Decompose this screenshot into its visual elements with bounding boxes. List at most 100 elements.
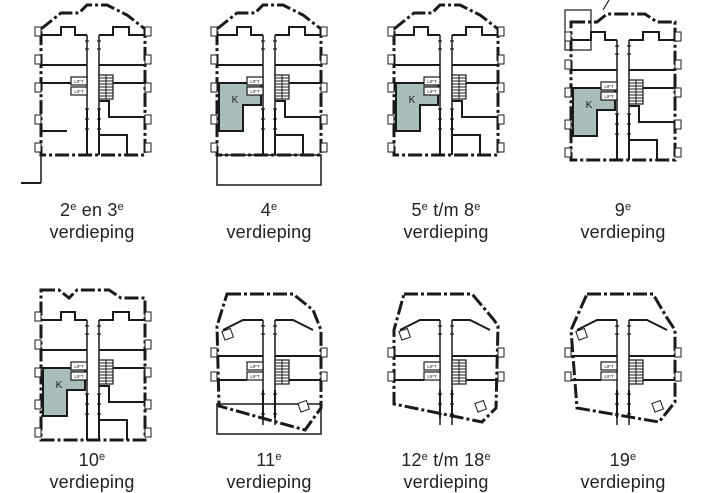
balcony-notch	[387, 26, 395, 37]
lift-box	[246, 371, 264, 381]
lift-label: LIFT	[74, 89, 84, 94]
balcony-notch	[34, 82, 42, 93]
balcony-notch	[144, 427, 152, 438]
lift-label: LIFT	[604, 374, 614, 379]
balcony-notch	[387, 371, 395, 382]
floor-label-line1: 4e	[260, 200, 278, 220]
roof-box	[564, 9, 592, 51]
floor-label-5-8: 5e t/m 8e verdieping	[358, 199, 534, 243]
floor-label-line2: verdieping	[226, 222, 312, 242]
balcony-notch	[144, 82, 152, 93]
balcony-notch	[564, 371, 572, 382]
balcony-notch	[34, 26, 42, 37]
interior-wall	[99, 311, 145, 321]
balcony-notch	[674, 371, 682, 382]
lift-box	[600, 361, 618, 371]
floor-label-4: 4e verdieping	[181, 199, 357, 243]
lift-label: LIFT	[427, 374, 437, 379]
balcony-notch	[34, 114, 42, 125]
interior-wall	[399, 319, 440, 331]
balcony-notch	[144, 311, 152, 322]
lift-box	[600, 371, 618, 381]
balcony-notch	[387, 114, 395, 125]
balcony-notch	[320, 347, 328, 358]
lift-label: LIFT	[250, 89, 260, 94]
balcony-notch	[210, 371, 218, 382]
interior-wall	[99, 134, 128, 155]
interior-wall	[629, 105, 675, 123]
balcony-notch	[564, 87, 572, 98]
lift-label: LIFT	[604, 364, 614, 369]
interior-wall	[99, 26, 145, 36]
floor-label-9: 9e verdieping	[535, 199, 711, 243]
lift-label: LIFT	[427, 364, 437, 369]
balcony-notch	[210, 142, 218, 153]
balcony-notch	[320, 371, 328, 382]
lift-label: LIFT	[250, 79, 260, 84]
lift-box	[246, 361, 264, 371]
balcony-notch	[210, 82, 218, 93]
balcony-notch	[34, 54, 42, 65]
floor-label-line1: 11e	[256, 450, 282, 470]
interior-wall	[452, 319, 491, 331]
balcony-notch	[144, 114, 152, 125]
balcony-notch	[144, 399, 152, 410]
floor-label-line2: verdieping	[403, 472, 489, 492]
lift-box	[70, 76, 88, 86]
balcony-notch	[387, 82, 395, 93]
floor-label-line1: 12e t/m 18e	[401, 450, 491, 470]
balcony-notch	[34, 367, 42, 378]
interior-wall	[41, 311, 87, 321]
lift-box	[600, 91, 618, 101]
lift-box	[70, 371, 88, 381]
balcony-notch	[210, 347, 218, 358]
interior-wall	[99, 385, 145, 403]
lift-label: LIFT	[250, 374, 260, 379]
balcony-notch	[564, 147, 572, 158]
balcony-notch	[674, 347, 682, 358]
tower-outline	[215, 3, 323, 157]
k-apartment-label: K	[409, 95, 416, 106]
interior-wall	[275, 26, 321, 36]
floor-label-12-18: 12e t/m 18e verdieping	[358, 449, 534, 493]
floor-label-line1: 5e t/m 8e	[411, 200, 481, 220]
floor-label-line2: verdieping	[403, 222, 489, 242]
floor-label-line2: verdieping	[226, 472, 312, 492]
balcony-notch	[297, 399, 311, 413]
interior-wall	[217, 26, 263, 36]
balcony-notch	[564, 119, 572, 130]
tower-outline	[215, 292, 323, 432]
floor-label-19: 19e verdieping	[535, 449, 711, 493]
floor-plan-f8: LIFT LIFT	[564, 292, 682, 425]
floor-label-line1: 2e en 3e	[60, 200, 124, 220]
interior-wall	[571, 31, 617, 41]
balcony-notch	[144, 142, 152, 153]
floor-label-line2: verdieping	[580, 222, 666, 242]
balcony-notch	[564, 59, 572, 70]
floor-plan-f2: K LIFT LIFT	[210, 3, 328, 186]
floor-plans-canvas: LIFTLIFTKLIFTLIFTKLIFTLIFTKLIFTLIFTKLIFT…	[21, 0, 682, 442]
balcony-notch	[497, 114, 505, 125]
balcony-notch	[497, 54, 505, 65]
balcony-notch	[575, 327, 589, 341]
floor-plan-f7: LIFT LIFT	[387, 292, 505, 425]
balcony-notch	[210, 114, 218, 125]
balcony-notch	[320, 114, 328, 125]
balcony-notch	[497, 82, 505, 93]
interior-wall	[576, 319, 617, 331]
balcony-notch	[564, 347, 572, 358]
tower-outline	[569, 12, 677, 162]
interior-wall	[275, 319, 314, 331]
lift-box	[423, 86, 441, 96]
k-apartment-label: K	[56, 380, 63, 391]
k-apartment-label: K	[232, 95, 239, 106]
balcony-notch	[497, 142, 505, 153]
lift-box	[70, 361, 88, 371]
interior-wall	[452, 100, 498, 118]
balcony-notch	[674, 31, 682, 42]
interior-wall	[41, 26, 87, 36]
